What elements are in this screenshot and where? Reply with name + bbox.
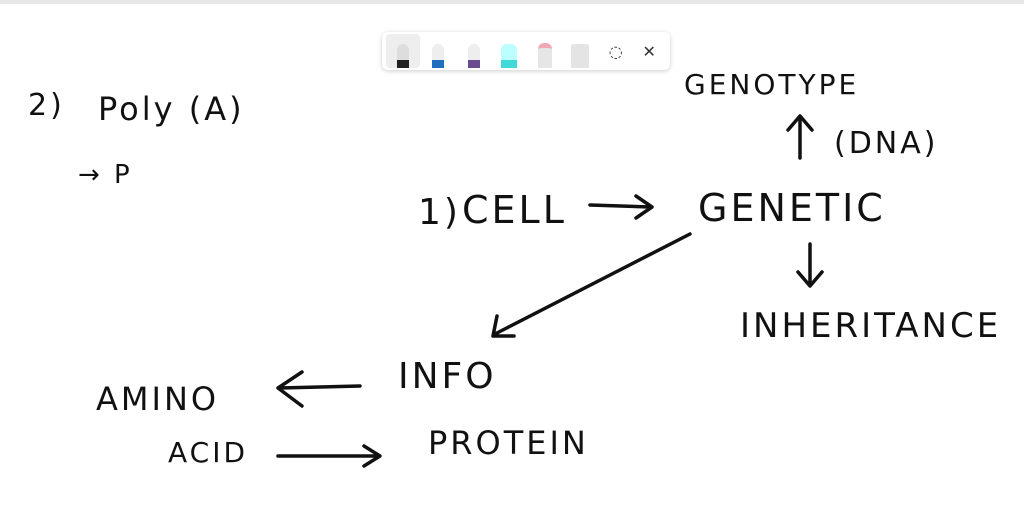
note-item-1: 1) [418, 192, 461, 233]
note-dna: (DNA) [834, 126, 939, 161]
arrow-genetic-down-inheritance [796, 242, 824, 288]
note-protein: PROTEIN [428, 424, 589, 462]
lasso-icon[interactable]: ◌ [608, 41, 623, 61]
purple-pen-tool[interactable] [457, 34, 491, 68]
pen-icon [396, 44, 409, 68]
note-arrow-p: → P [78, 160, 133, 190]
top-border [0, 0, 1024, 4]
ruler-tool[interactable] [564, 34, 598, 68]
close-icon[interactable]: ✕ [642, 41, 656, 61]
note-poly-a: Poly (A) [98, 90, 245, 128]
note-genetic: GENETIC [698, 186, 886, 230]
ink-toolbar: ◌ ✕ [382, 32, 670, 70]
note-genotype: GENOTYPE [684, 68, 860, 101]
pen-icon [467, 44, 480, 68]
arrow-acid-to-protein [276, 444, 382, 468]
note-cell: CELL [462, 188, 567, 232]
note-inheritance: INHERITANCE [740, 306, 1002, 346]
eraser-tool[interactable] [528, 34, 562, 68]
pen-icon [432, 44, 445, 68]
note-item-2: 2) [28, 88, 65, 123]
note-amino: AMINO [96, 380, 220, 418]
ruler-icon [571, 44, 590, 68]
highlighter-icon [501, 44, 518, 68]
arrow-genetic-to-info [491, 232, 692, 338]
note-info: INFO [398, 356, 497, 397]
blue-pen-tool[interactable] [422, 34, 456, 68]
note-acid: ACID [168, 436, 249, 469]
black-pen-tool[interactable] [386, 34, 420, 68]
arrow-info-to-amino [276, 370, 362, 408]
arrow-genetic-up-genotype [786, 114, 814, 160]
arrow-cell-to-genetic [588, 194, 654, 220]
highlighter-tool[interactable] [493, 34, 527, 68]
eraser-icon [537, 43, 552, 68]
